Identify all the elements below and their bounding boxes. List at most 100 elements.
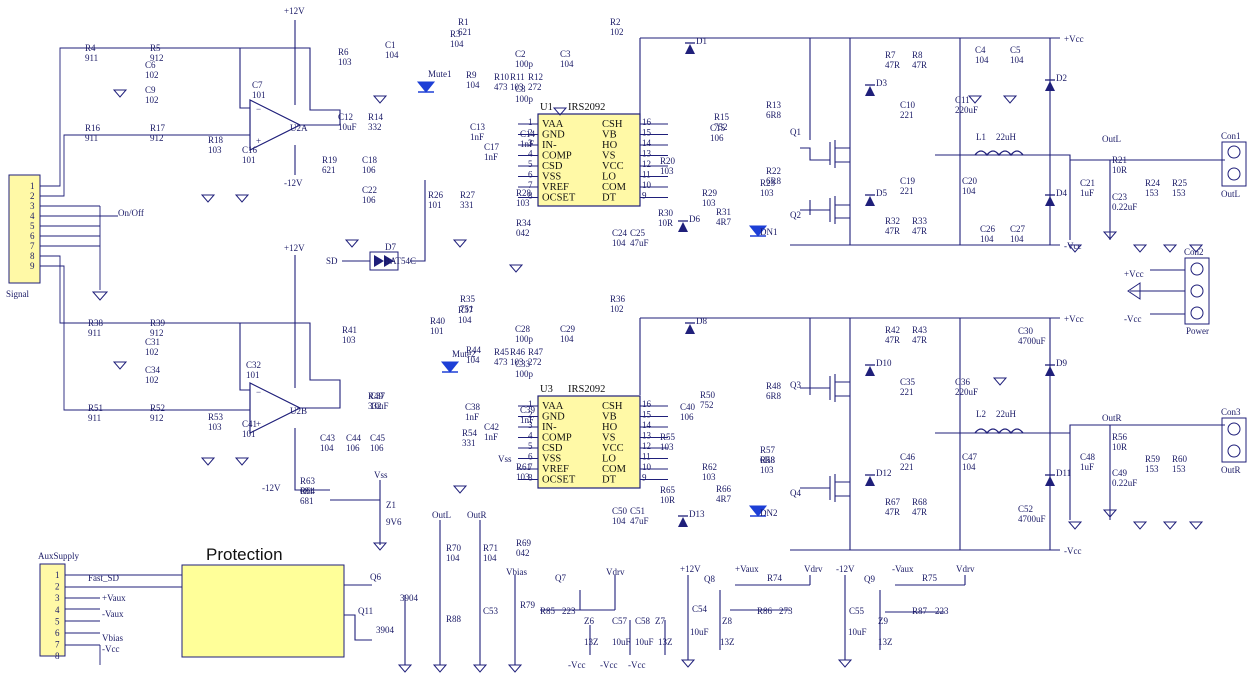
ic3-rpin-3: VS	[602, 433, 616, 444]
ic1-rnum-3: 13	[642, 149, 652, 159]
res-r1-val: 621	[458, 27, 472, 37]
diode-d6-label: D6	[689, 214, 700, 224]
r85-label: R85	[540, 606, 556, 616]
ic3-lpin-2: IN-	[542, 422, 557, 433]
ic1-lnum-4: 5	[528, 159, 533, 169]
cap-c22-val: 106	[362, 195, 376, 205]
res-r59-val: 153	[1145, 464, 1159, 474]
diode-d9-label: D9	[1056, 358, 1067, 368]
ic1-lnum-0: 1	[528, 117, 533, 127]
res-r45-val: 473	[494, 357, 508, 367]
cap-c51-val: 47uF	[630, 516, 649, 526]
z1-label: Z1	[386, 500, 396, 510]
diode-d9	[1045, 366, 1055, 376]
res-r16-ref: R16	[85, 123, 101, 133]
pvcc-label-bottom: +Vcc	[1064, 314, 1084, 324]
ic1-lnum-2: 3	[528, 138, 533, 148]
cap-c14-ref: C14	[520, 129, 536, 139]
cap-c17-val: 1nF	[484, 152, 498, 162]
res-r5-val: 912	[150, 53, 164, 63]
dn1-label: DN1	[760, 227, 778, 237]
res-r38-ref: R38	[88, 318, 104, 328]
cap-c48-val: 1uF	[1080, 462, 1094, 472]
ic3-rpin-4: VCC	[602, 443, 624, 454]
cap-c25-val: 47uF	[630, 238, 649, 248]
diode-d2-label: D2	[1056, 73, 1067, 83]
ic3-lpin-3: COMP	[542, 433, 572, 444]
ic1-lpin-1: GND	[542, 130, 565, 141]
cap-c35-ref: C35	[900, 377, 916, 387]
ic3-lnum-3: 4	[528, 431, 533, 441]
mosfet-q2: Q2	[790, 196, 850, 224]
res-r29-ref: R29	[702, 188, 718, 198]
ic3-lnum-1: 2	[528, 410, 533, 420]
q9-label: Q9	[864, 574, 875, 584]
cap-c37-val: 10uF	[370, 401, 389, 411]
res-r32-val: 47R	[885, 226, 900, 236]
r88-label: R88	[446, 614, 462, 624]
ic3-rnum-0: 16	[642, 399, 652, 409]
ic1-rpin-4: VCC	[602, 161, 624, 172]
ground-symbol	[372, 95, 388, 104]
cap-c21-val: 1uF	[1080, 188, 1094, 198]
ic1-ref: U1	[540, 102, 553, 113]
cap-c52-ref: C52	[1018, 504, 1033, 514]
res-r3-val: 104	[450, 39, 464, 49]
cap-c9-ref: C9	[145, 85, 156, 95]
cap-c15-ref: C15	[710, 123, 726, 133]
r79-label: R79	[520, 600, 536, 610]
ic1-rpin-6: COM	[602, 182, 627, 193]
ic3-lnum-2: 3	[528, 420, 533, 430]
q3-label: Q3	[790, 380, 801, 390]
ground-symbol	[397, 664, 413, 673]
ic3-lnum-0: 1	[528, 399, 533, 409]
vdrv-label-3: Vdrv	[956, 564, 975, 574]
res-r7-val: 47R	[885, 60, 900, 70]
res-r63-val: 681	[300, 486, 314, 496]
diode-d10	[865, 366, 875, 376]
z8-label: Z8	[722, 616, 732, 626]
ground-symbol	[508, 264, 524, 273]
q11-label: Q11	[358, 606, 373, 616]
r86-val: 273	[779, 606, 793, 616]
ground-symbol	[1002, 95, 1018, 104]
ground-symbol	[1067, 521, 1083, 530]
q6-label: Q6	[370, 572, 381, 582]
res-r38-val: 911	[88, 328, 101, 338]
res-r60-ref: R60	[1172, 454, 1188, 464]
res-r56-val: 10R	[1112, 442, 1127, 452]
cap-c12-val: 10uF	[338, 122, 357, 132]
diode-d10-label: D10	[876, 358, 892, 368]
diode-d6	[678, 222, 688, 232]
cap-c31-ref: C31	[145, 337, 160, 347]
res-r42-val: 47R	[885, 335, 900, 345]
cap-c12-ref: C12	[338, 112, 353, 122]
svg-text:−: −	[256, 104, 261, 114]
res-r61-ref: R61	[516, 462, 531, 472]
res-r21-ref: R21	[1112, 155, 1127, 165]
cap-c48-ref: C48	[1080, 452, 1096, 462]
cap-c32-val: 101	[246, 370, 260, 380]
res-r66-ref: R66	[716, 484, 732, 494]
signal-pin-8: 8	[30, 251, 35, 261]
cap-c42-val: 1nF	[484, 432, 498, 442]
ic3-rpin-2: HO	[602, 422, 618, 433]
res-r6-ref: R6	[338, 47, 349, 57]
res-r62-val: 103	[702, 472, 716, 482]
res-r39-val: 912	[150, 328, 164, 338]
ground-symbol	[200, 194, 216, 203]
onoff-label: On/Off	[118, 208, 144, 218]
cap-c19-ref: C19	[900, 176, 916, 186]
cap-c28-ref: C28	[515, 324, 531, 334]
cap-c5-val: 104	[1010, 55, 1024, 65]
res-r36-ref: R36	[610, 294, 626, 304]
ic3-lpin-1: GND	[542, 412, 565, 423]
con3-label: Con3	[1221, 407, 1241, 417]
res-r14-ref: R14	[368, 112, 384, 122]
ic3-rnum-4: 12	[642, 441, 651, 451]
nvcc-aux-1: -Vcc	[568, 660, 586, 670]
res-r53-ref: R53	[208, 412, 224, 422]
ic1-rpin-7: DT	[602, 193, 617, 204]
ground-symbol	[234, 194, 250, 203]
